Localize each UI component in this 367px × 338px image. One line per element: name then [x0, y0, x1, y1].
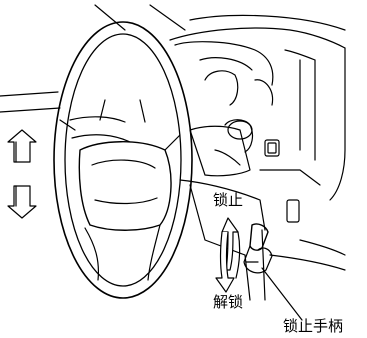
lever-arrow-icon [215, 217, 241, 293]
lock-label: 锁止 [213, 191, 244, 209]
dashboard-outline [0, 4, 346, 201]
lock-lever [243, 223, 273, 274]
unlock-label: 解锁 [213, 293, 244, 311]
lock-lever-label: 锁止手柄 [283, 317, 344, 335]
instrument-cluster [174, 41, 346, 271]
tilt-arrow-icon [7, 129, 37, 219]
lever-leader-line [261, 267, 303, 321]
steering-wheel [53, 21, 193, 299]
